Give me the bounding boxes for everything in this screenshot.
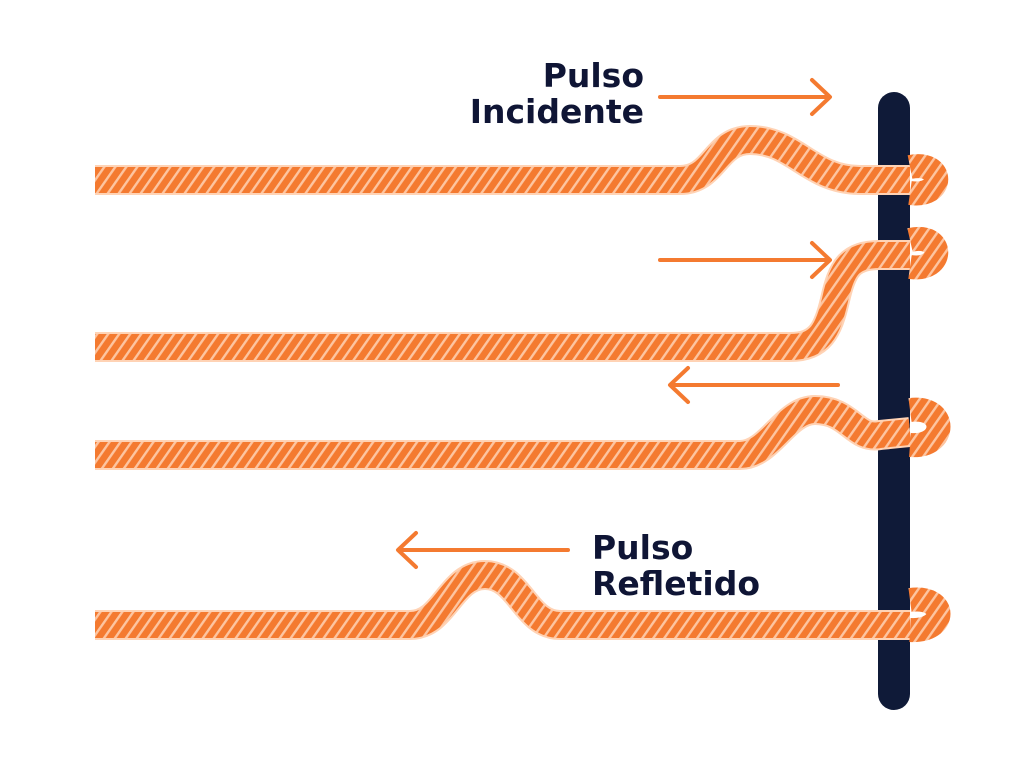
rope-1-loop (907, 154, 949, 206)
rope-2 (95, 227, 949, 362)
arrow-right-icon (658, 241, 832, 279)
rope-2-loop (907, 227, 949, 280)
incident-label-line2: Incidente (469, 92, 644, 131)
arrow-left-icon (668, 366, 840, 404)
reflected-label-line1: Pulso (592, 528, 694, 567)
rope-3 (95, 394, 951, 470)
incident-label-line1: Pulso (542, 56, 644, 95)
incident-pulse-label: Pulso Incidente (470, 58, 644, 130)
reflected-pulse-label: Pulso Refletido (592, 530, 760, 602)
reflected-label-line2: Refletido (592, 564, 761, 603)
arrow-left-icon (396, 531, 570, 569)
rope-1 (95, 124, 949, 206)
rope-3-loop (908, 397, 951, 458)
arrow-right-icon (658, 78, 832, 116)
rope-4-loop (908, 587, 951, 642)
rope-4 (95, 559, 951, 642)
